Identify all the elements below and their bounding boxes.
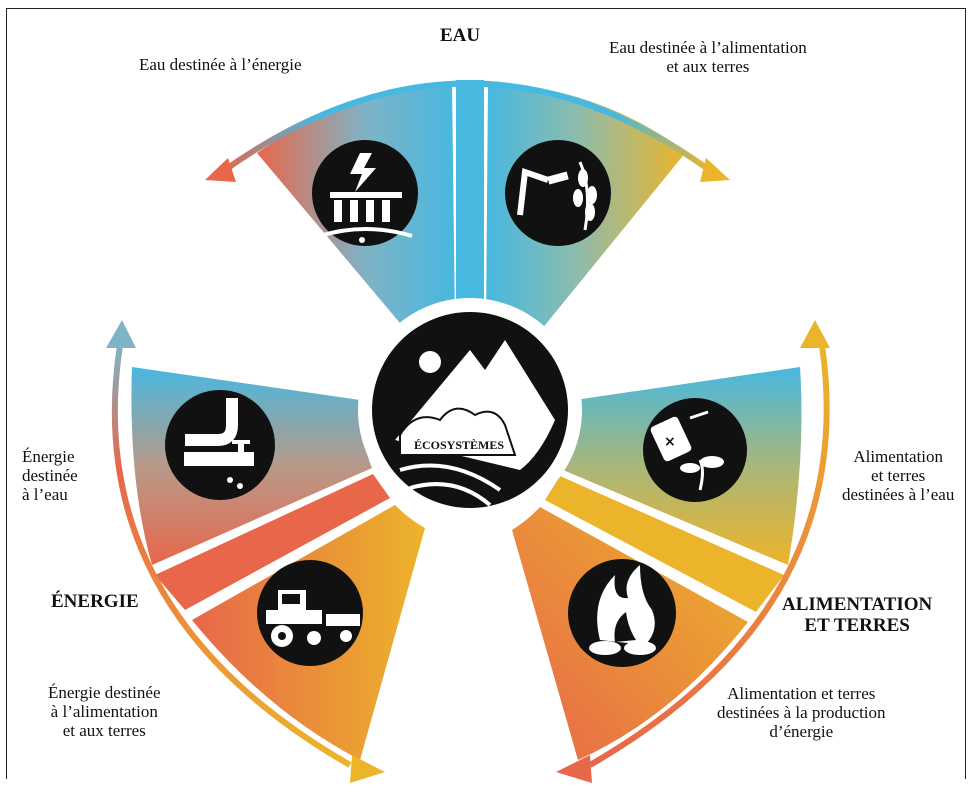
ecosystem-center <box>358 298 582 522</box>
food-to-water-arrowhead <box>800 320 830 348</box>
sector-title-water: EAU <box>440 25 481 46</box>
food-to-energy-arrowhead <box>556 755 592 783</box>
flow-food-to-energy: Alimentation et terres destinées à la pr… <box>717 684 886 742</box>
flow-energy-to-food: Énergie destinée à l’alimentation et aux… <box>48 683 161 741</box>
pesticide-plant-icon: × <box>643 398 747 502</box>
energy-arc <box>111 344 352 768</box>
flow-energy-to-water: Énergie destinée à l’eau <box>22 447 78 505</box>
water-pipe-icon <box>165 390 275 500</box>
sector-title-food: ALIMENTATION ET TERRES <box>782 594 933 637</box>
water-arc <box>220 80 714 175</box>
irrigation-wheat-icon <box>505 140 611 246</box>
diagram-frame <box>6 8 966 779</box>
flow-food-to-water: Alimentation et terres destinées à l’eau <box>842 447 955 505</box>
water-to-energy-arrowhead <box>205 158 236 182</box>
water-to-food-arrowhead <box>700 158 730 182</box>
energy-to-water-arrowhead <box>106 320 136 348</box>
sector-title-energy: ÉNERGIE <box>51 591 139 612</box>
flow-water-to-energy: Eau destinée à l’énergie <box>139 55 302 74</box>
food-arc <box>588 344 830 768</box>
hydro-dam-icon <box>312 140 418 246</box>
biomass-fire-icon <box>568 559 676 667</box>
water-sector <box>205 80 730 335</box>
flow-water-to-food: Eau destinée à l’alimentation et aux ter… <box>609 38 807 77</box>
food-stripe <box>545 476 784 612</box>
tractor-icon <box>257 560 363 666</box>
svg-text:×: × <box>664 434 676 450</box>
energy-to-food-arrowhead <box>350 755 385 783</box>
energy-stripe <box>155 474 390 610</box>
center-label: ÉCOSYSTÈMES <box>412 437 507 454</box>
water-stripe <box>456 80 484 325</box>
